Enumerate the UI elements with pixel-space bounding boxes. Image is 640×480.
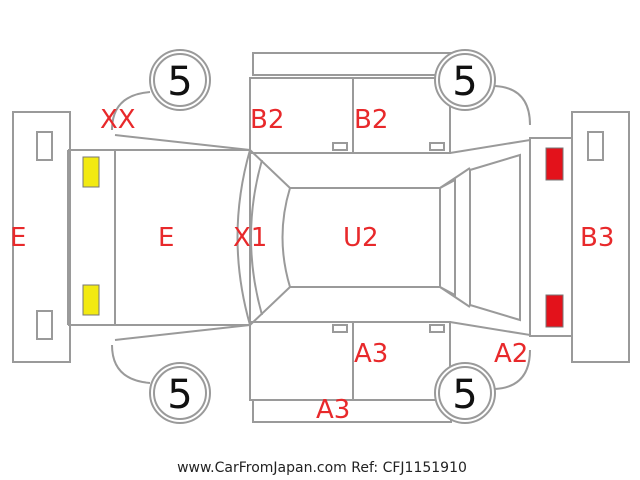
code-roof: U2 [343, 223, 379, 253]
taillight-icon [545, 294, 564, 328]
code-hood: E [158, 223, 174, 253]
cabin [236, 149, 471, 326]
tire-rear-left: 5 [434, 49, 496, 111]
car-body [67, 52, 573, 423]
code-windshield: X1 [233, 223, 267, 253]
footer-text: www.CarFromJapan.com Ref: CFJ1151910 [177, 460, 467, 476]
code-front-left-corner: XX [100, 105, 136, 135]
tire-tread-value: 5 [167, 372, 192, 418]
code-right-sill: A3 [316, 395, 350, 425]
tire-tread-value: 5 [452, 59, 477, 105]
taillight-icon [545, 147, 564, 181]
tire-front-right: 5 [149, 362, 211, 424]
tire-tread-value: 5 [452, 372, 477, 418]
code-front-bumper: E [10, 223, 26, 253]
code-right-rear-door: A3 [354, 339, 388, 369]
tire-tread-value: 5 [167, 59, 192, 105]
tire-rear-right: 5 [434, 362, 496, 424]
code-left-front-door: B2 [250, 105, 284, 135]
headlight-icon [82, 284, 100, 316]
code-right-rear-corner: A2 [494, 339, 528, 369]
tire-front-left: 5 [149, 49, 211, 111]
code-left-rear-door: B2 [354, 105, 388, 135]
headlight-icon [82, 156, 100, 188]
code-rear-bumper: B3 [580, 223, 614, 253]
front-bumper [12, 111, 71, 363]
